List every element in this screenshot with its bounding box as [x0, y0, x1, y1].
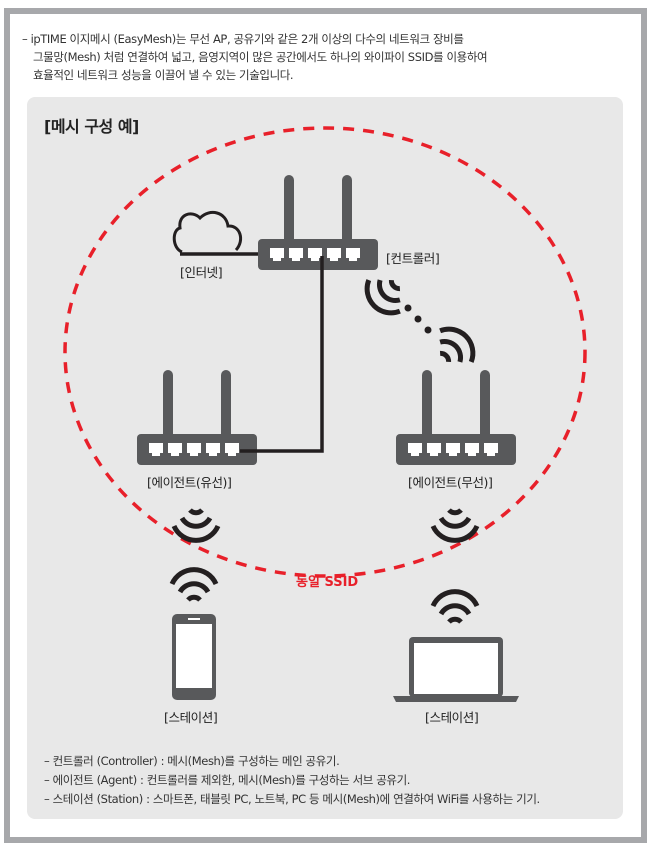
- controller-router-icon: [258, 175, 378, 270]
- definitions-list: – 컨트롤러 (Controller) : 메시(Mesh)를 구성하는 메인 …: [44, 752, 540, 809]
- intro-line: 효율적인 네트워크 성능을 이끌어 낼 수 있는 기술입니다.: [33, 68, 294, 82]
- intro-text: – ipTIME 이지메시 (EasyMesh)는 무선 AP, 공유기와 같은…: [22, 30, 488, 84]
- ssid-boundary: [63, 126, 587, 578]
- ssid-label: 동일 SSID: [296, 575, 359, 590]
- controller-label: [컨트롤러]: [386, 251, 440, 266]
- station-laptop-label: [스테이션]: [425, 710, 479, 725]
- dots-icon: [404, 304, 432, 334]
- wifi-icon: [433, 510, 477, 540]
- laptop-icon: [393, 637, 519, 702]
- smartphone-icon: [172, 614, 216, 700]
- agent-wireless-router-icon: [396, 370, 516, 465]
- wifi-icon: [172, 570, 216, 600]
- wifi-icon: [359, 269, 412, 322]
- agent-wired-label: [에이전트(유선)]: [147, 475, 232, 490]
- station-phone-label: [스테이션]: [164, 710, 218, 725]
- definition-item: – 에이전트 (Agent) : 컨트롤러를 제외한, 메시(Mesh)를 구성…: [44, 773, 411, 787]
- agent-wired-router-icon: [137, 370, 257, 465]
- internet-label: [인터넷]: [180, 265, 223, 280]
- wifi-icon: [433, 592, 477, 622]
- diagram-title: [메시 구성 예]: [44, 117, 139, 136]
- wifi-icon: [174, 510, 218, 540]
- cloud-icon: [172, 210, 243, 254]
- wifi-icon: [429, 321, 482, 374]
- diagram-panel: [27, 97, 623, 819]
- intro-line: – ipTIME 이지메시 (EasyMesh)는 무선 AP, 공유기와 같은…: [22, 32, 464, 46]
- definition-item: – 스테이션 (Station) : 스마트폰, 태블릿 PC, 노트북, PC…: [44, 792, 540, 806]
- agent-wireless-label: [에이전트(무선)]: [408, 475, 493, 490]
- ethernet-cable: [240, 256, 324, 453]
- definition-item: – 컨트롤러 (Controller) : 메시(Mesh)를 구성하는 메인 …: [44, 754, 340, 768]
- intro-line: 그물망(Mesh) 처럼 연결하여 넓고, 음영지역이 많은 공간에서도 하나의…: [33, 50, 488, 64]
